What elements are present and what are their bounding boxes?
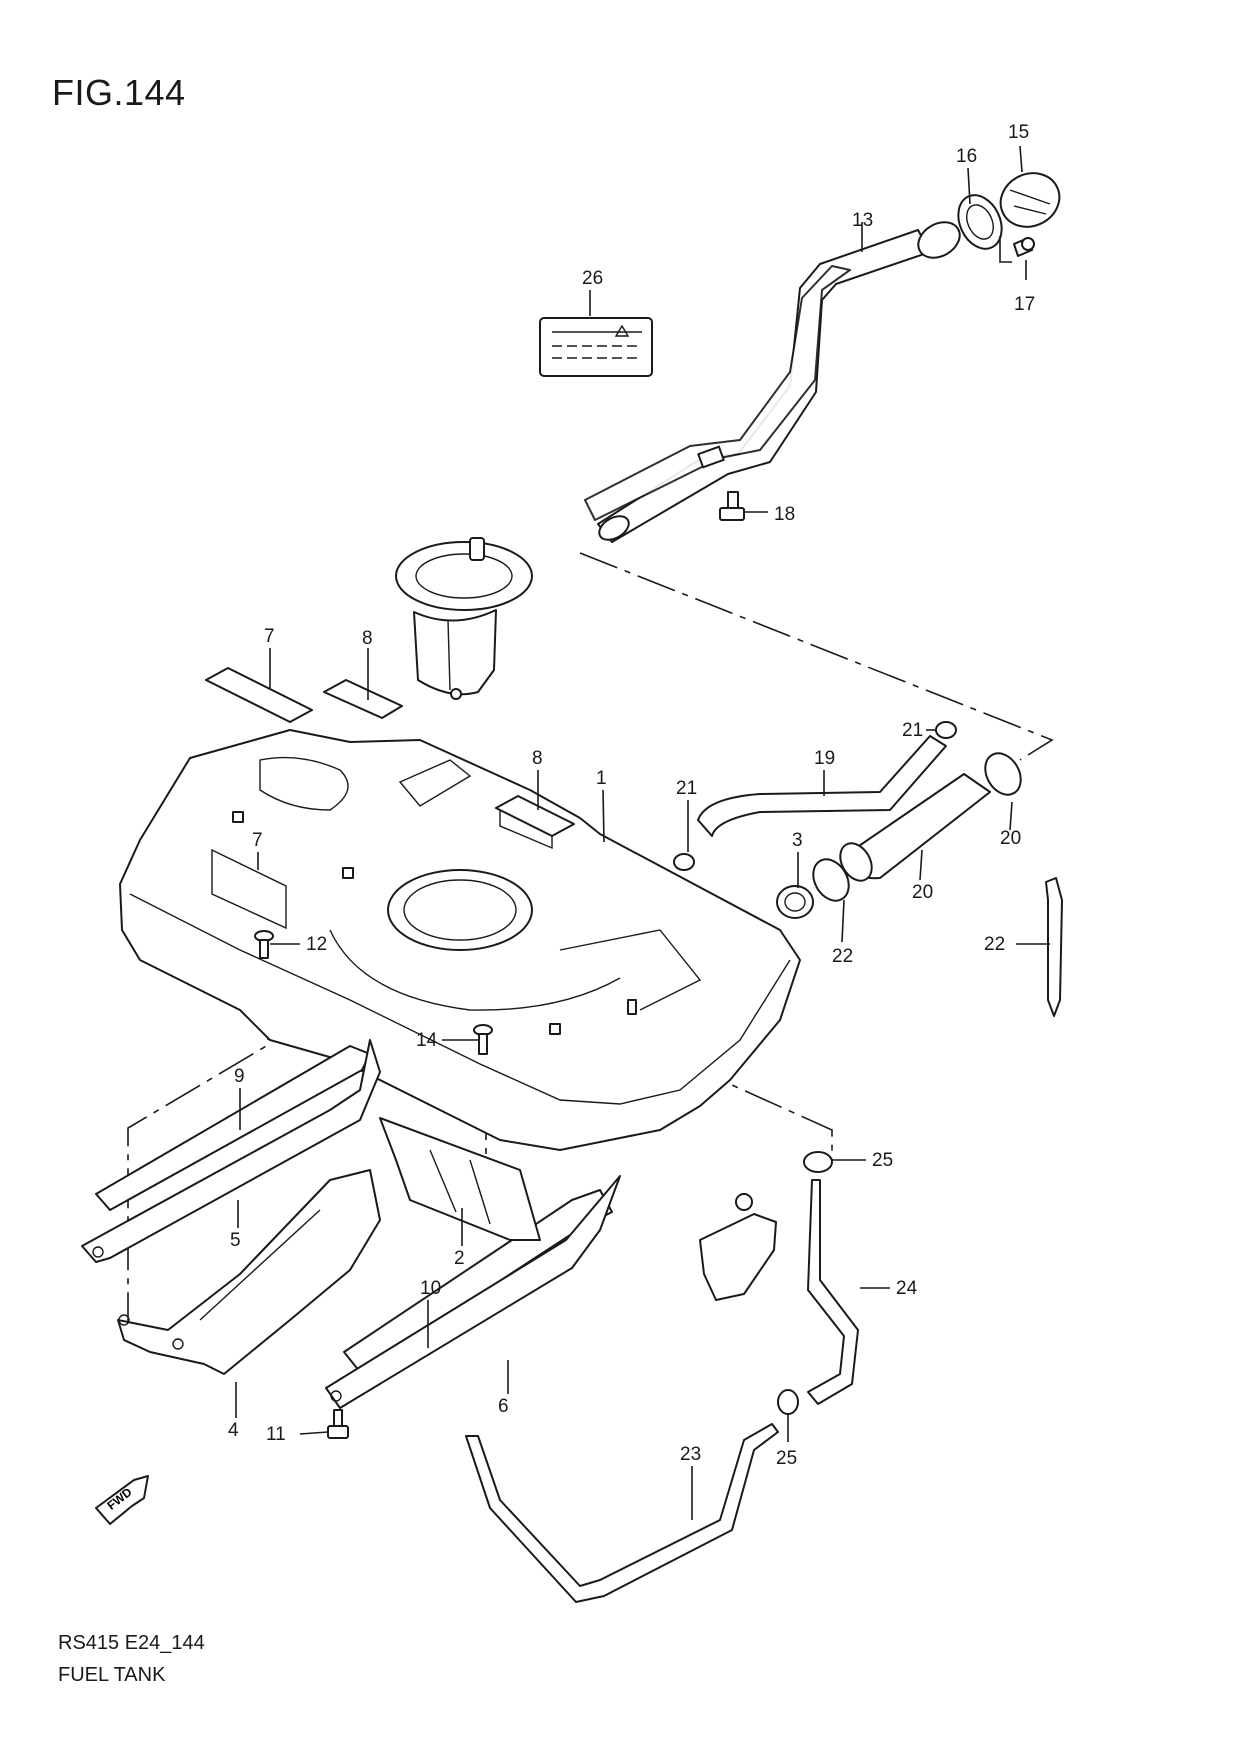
fuel-pipe-23 [465, 1423, 779, 1603]
bolt-10-part [327, 1409, 349, 1439]
callout-14: 20 [912, 882, 933, 903]
figure-title: FIG.144 [52, 72, 186, 113]
filler-ring-part [957, 194, 1003, 250]
callout-24: 24 [896, 1278, 918, 1299]
callout-6: 6 [498, 1396, 509, 1417]
cable-tie-22 [1045, 877, 1063, 1017]
clamp-25-lower [777, 1389, 799, 1415]
grommet-3 [776, 885, 814, 919]
pad-8-on-tank [495, 795, 575, 837]
callout-20-lower: 22 [832, 946, 853, 967]
forward-arrow-icon: FWD [95, 1475, 149, 1525]
callout-leaders [235, 145, 1050, 1520]
callout-8-top: 8 [362, 628, 373, 649]
callout-10: 11 [266, 1424, 286, 1445]
tank-bracket-5 [81, 1039, 381, 1263]
warning-label-part [539, 317, 653, 377]
heat-shield-2 [379, 1117, 541, 1241]
callout-25-lower: 25 [776, 1448, 797, 1469]
callout-9-right: 10 [420, 1278, 441, 1299]
callout-22: 22 [984, 934, 1005, 955]
callout-17: 17 [1014, 294, 1035, 315]
callout-4: 4 [228, 1420, 239, 1441]
clamp-21-upper [935, 721, 957, 739]
callout-12: 14 [416, 1030, 438, 1051]
under-cover-4 [117, 1169, 381, 1375]
clamp-20-upper [984, 752, 1022, 796]
filler-neck-pipe [584, 221, 961, 543]
callout-numbers: 26 13 16 15 17 18 7 8 8 1 7 12 14 9 5 2 … [228, 122, 1035, 1469]
fuel-cap-part [999, 172, 1061, 228]
callout-19: 19 [814, 748, 835, 769]
callout-5: 5 [230, 1230, 241, 1251]
callout-20-upper: 20 [1000, 828, 1021, 849]
callout-25-upper: 25 [872, 1150, 893, 1171]
callout-1: 1 [596, 768, 607, 789]
screw-12-part [473, 1024, 493, 1055]
clamp-25-upper [803, 1151, 833, 1173]
callout-26: 26 [582, 268, 603, 289]
vent-hose-24 [807, 1179, 859, 1405]
callout-8-tank: 8 [532, 748, 543, 769]
vent-bracket [699, 1193, 777, 1301]
figure-name: FUEL TANK [58, 1664, 166, 1686]
callout-21-upper: 21 [902, 720, 923, 741]
callout-18: 18 [774, 504, 795, 525]
callout-21-lower: 21 [676, 778, 697, 799]
clamp-20-lower [812, 858, 850, 902]
fuel-tank-body [119, 729, 801, 1151]
callout-13: 13 [852, 210, 873, 231]
tank-bracket-6 [325, 1175, 621, 1409]
bolt-18-part [719, 491, 745, 521]
callout-7-top: 7 [264, 626, 275, 647]
breather-hose-19 [697, 735, 947, 837]
callout-15: 15 [1008, 122, 1029, 143]
callout-16: 16 [956, 146, 977, 167]
callout-23: 23 [680, 1444, 701, 1465]
callout-3: 3 [792, 830, 803, 851]
callout-9-left: 9 [234, 1066, 245, 1087]
callout-2: 2 [454, 1248, 465, 1269]
pad-7-top [205, 667, 313, 723]
callout-11: 12 [306, 934, 327, 955]
screw-11-part [254, 930, 274, 959]
model-code: RS415 E24_144 [58, 1632, 205, 1654]
callout-7-tank: 7 [252, 830, 263, 851]
cap-screw-part [999, 236, 1035, 263]
filler-to-hose-leader [579, 552, 1054, 761]
filler-hose-14 [839, 773, 991, 882]
fuel-pump-assembly [395, 537, 533, 700]
clamp-21-lower [673, 853, 695, 871]
pad-8-top [323, 679, 403, 719]
